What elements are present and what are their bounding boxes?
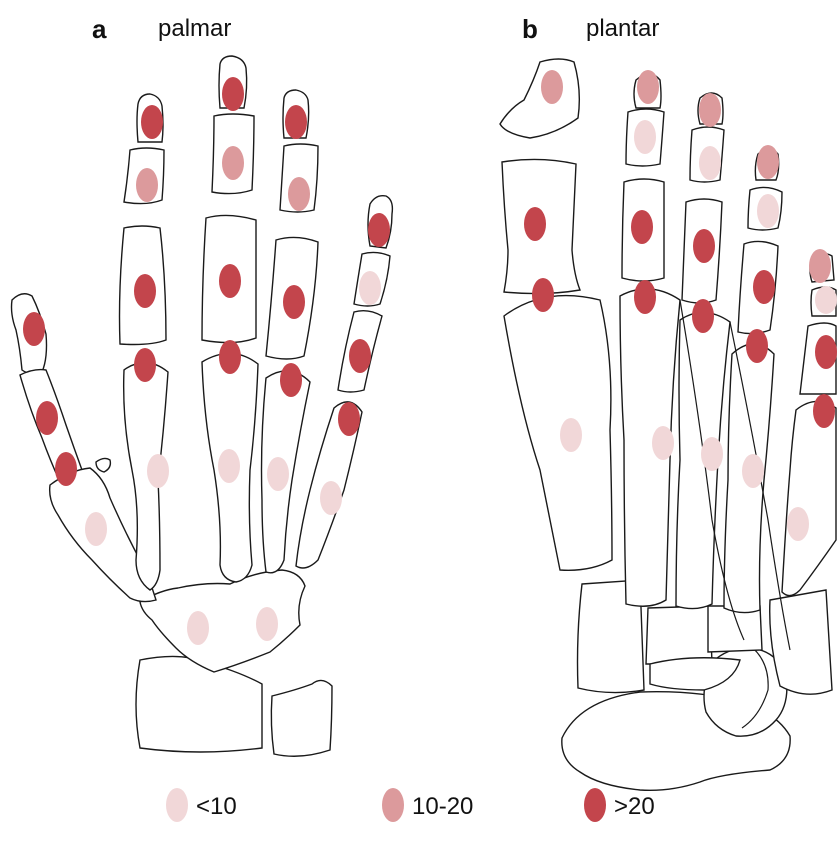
hand-marker xyxy=(218,449,240,483)
hand-marker xyxy=(222,146,244,180)
hand-marker xyxy=(36,401,58,435)
foot-marker xyxy=(634,280,656,314)
panel-a-letter: a xyxy=(92,14,107,44)
legend-swatch-high xyxy=(584,788,606,822)
hand-marker xyxy=(349,339,371,373)
hand-marker xyxy=(359,271,381,305)
panel-b-letter: b xyxy=(522,14,538,44)
hand-marker xyxy=(23,312,45,346)
hand-marker xyxy=(283,285,305,319)
hand-marker xyxy=(267,457,289,491)
foot-marker xyxy=(541,70,563,104)
legend-item-mid: 10-20 xyxy=(382,788,473,822)
foot-marker xyxy=(757,194,779,228)
hand-marker xyxy=(285,105,307,139)
foot-marker xyxy=(699,93,721,127)
foot-marker xyxy=(815,335,837,369)
legend-label-high: >20 xyxy=(614,793,655,820)
foot-marker xyxy=(753,270,775,304)
hand-marker xyxy=(134,348,156,382)
hand-marker xyxy=(338,402,360,436)
legend-item-low: <10 xyxy=(166,788,237,822)
foot-marker xyxy=(787,507,809,541)
legend-swatch-mid xyxy=(382,788,404,822)
panel-a-title: palmar xyxy=(158,15,231,42)
foot-marker xyxy=(692,299,714,333)
hand-marker xyxy=(256,607,278,641)
hand-marker xyxy=(55,452,77,486)
panel-b: b plantar xyxy=(500,14,837,790)
foot-marker xyxy=(524,207,546,241)
hallux-distal-phalanx xyxy=(500,59,579,138)
hand-skeleton xyxy=(12,56,393,756)
foot-marker xyxy=(693,229,715,263)
foot-marker xyxy=(634,120,656,154)
foot-marker xyxy=(637,70,659,104)
ulna-bone xyxy=(271,680,332,756)
foot-marker xyxy=(560,418,582,452)
legend-label-low: <10 xyxy=(196,793,237,820)
first-metatarsal xyxy=(504,296,612,571)
foot-marker xyxy=(631,210,653,244)
panel-a: a palmar xyxy=(12,14,393,756)
panel-b-title: plantar xyxy=(586,15,659,42)
hand-marker xyxy=(147,454,169,488)
foot-marker xyxy=(532,278,554,312)
hand-marker xyxy=(134,274,156,308)
foot-marker xyxy=(757,145,779,179)
hand-marker xyxy=(85,512,107,546)
legend-label-mid: 10-20 xyxy=(412,793,473,820)
fifth-metatarsal xyxy=(782,401,836,595)
hand-marker xyxy=(222,77,244,111)
hand-marker xyxy=(136,168,158,202)
cuboid-bone xyxy=(770,590,832,694)
foot-marker xyxy=(809,249,831,283)
foot-marker xyxy=(815,286,837,314)
foot-marker xyxy=(746,329,768,363)
thumb-sesamoid xyxy=(96,458,110,472)
hand-marker xyxy=(219,264,241,298)
hand-marker xyxy=(320,481,342,515)
hand-marker xyxy=(187,611,209,645)
intermediate-cuneiform xyxy=(646,606,712,664)
legend: <10 10-20 >20 xyxy=(166,788,655,822)
lateral-cuneiform xyxy=(708,606,762,652)
foot-marker xyxy=(652,426,674,460)
foot-marker xyxy=(701,437,723,471)
hand-marker xyxy=(141,105,163,139)
foot-marker xyxy=(699,146,721,180)
hand-marker xyxy=(288,177,310,211)
legend-swatch-low xyxy=(166,788,188,822)
radius-bone xyxy=(136,656,262,752)
legend-item-high: >20 xyxy=(584,788,655,822)
hand-marker xyxy=(219,340,241,374)
foot-marker xyxy=(813,394,835,428)
foot-marker xyxy=(742,454,764,488)
hand-marker xyxy=(368,213,390,247)
hand-marker xyxy=(280,363,302,397)
foot-skeleton xyxy=(500,59,836,790)
